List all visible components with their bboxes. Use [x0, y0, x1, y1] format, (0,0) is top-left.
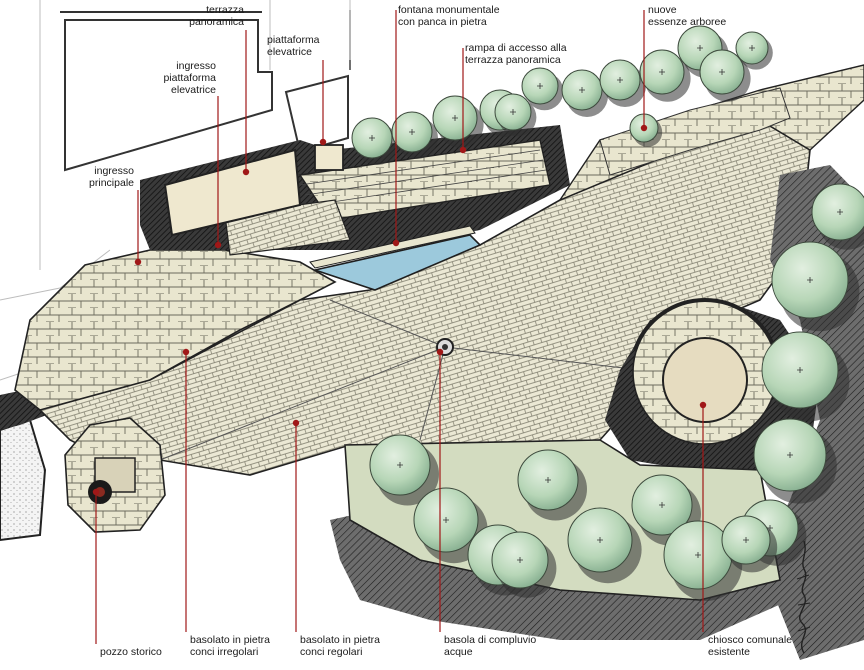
tree-canopy: [517, 449, 587, 521]
label-basolato-regolari: basolato in pietra conci regolari: [300, 634, 380, 658]
leader-basolato-regolari-dot: [292, 419, 300, 427]
left-terrain: [0, 418, 47, 542]
label-fontana: fontana monumentale con panca in pietra: [398, 4, 500, 28]
tree-canopy: [491, 531, 557, 598]
tree-canopy: [599, 59, 646, 107]
tree-canopy: [753, 418, 837, 504]
author-signature: [796, 540, 811, 654]
label-ingresso-piattaforma: ingresso piattaforma elevatrice: [163, 60, 216, 96]
label-pozzo-storico: pozzo storico: [100, 646, 162, 658]
leader-lines: [92, 10, 707, 644]
tree-canopy: [721, 515, 778, 573]
tree-canopy: [639, 49, 691, 102]
tree-canopy: [369, 434, 439, 506]
label-ingresso-principale: ingresso principale: [89, 165, 134, 189]
tree-canopy: [735, 31, 773, 70]
label-basolato-irregolari: basolato in pietra conci irregolari: [190, 634, 270, 658]
leader-terrazza-dot: [242, 168, 250, 176]
tree-canopy: [351, 117, 398, 165]
leader-ingresso-piattaforma-dot: [214, 241, 222, 249]
leader-piattaforma-dot: [319, 138, 327, 146]
label-chiosco: chiosco comunale esistente: [708, 634, 793, 658]
fountain-bench: [309, 225, 476, 269]
leader-basola-dot: [436, 348, 444, 356]
label-terrazza-panoramica: terrazza panoramica: [189, 4, 244, 28]
leader-rampa-dot: [459, 146, 467, 154]
elevator-platform: [314, 144, 344, 171]
tree-canopy: [567, 507, 642, 584]
leader-chiosco-dot: [699, 401, 707, 409]
tree-canopy: [811, 183, 864, 250]
ramp-steps: [299, 149, 547, 206]
panoramic-terrace: [163, 148, 302, 237]
tree-canopy: [432, 95, 484, 148]
fountain-basin: [312, 234, 482, 291]
kiosk-area: [632, 298, 778, 445]
tree-canopy: [699, 49, 751, 102]
leader-basolato-irregolari-dot: [182, 348, 190, 356]
leader-ingresso-principale-dot: [134, 258, 142, 266]
tree-canopy: [494, 93, 537, 137]
label-basola-compluvio: basola di compluvio acque: [444, 634, 537, 658]
tree-canopy: [561, 69, 608, 117]
label-nuove-essenze: nuove essenze arboree: [648, 4, 727, 28]
leader-pozzo-dot: [92, 488, 100, 496]
historic-well: [64, 417, 166, 533]
label-piattaforma-elevatrice: piattaforma elevatrice: [267, 34, 320, 58]
leader-fontana-dot: [392, 239, 400, 247]
paving-upper-right: [599, 87, 791, 176]
tree-canopy: [771, 241, 860, 332]
label-rampa: rampa di accesso alla terrazza panoramic…: [465, 42, 567, 66]
tree-canopy: [761, 331, 850, 422]
leader-nuove-essenze-dot: [640, 124, 648, 132]
tree-canopy: [521, 67, 564, 111]
trees: [351, 25, 864, 601]
tree-canopy: [391, 111, 438, 159]
